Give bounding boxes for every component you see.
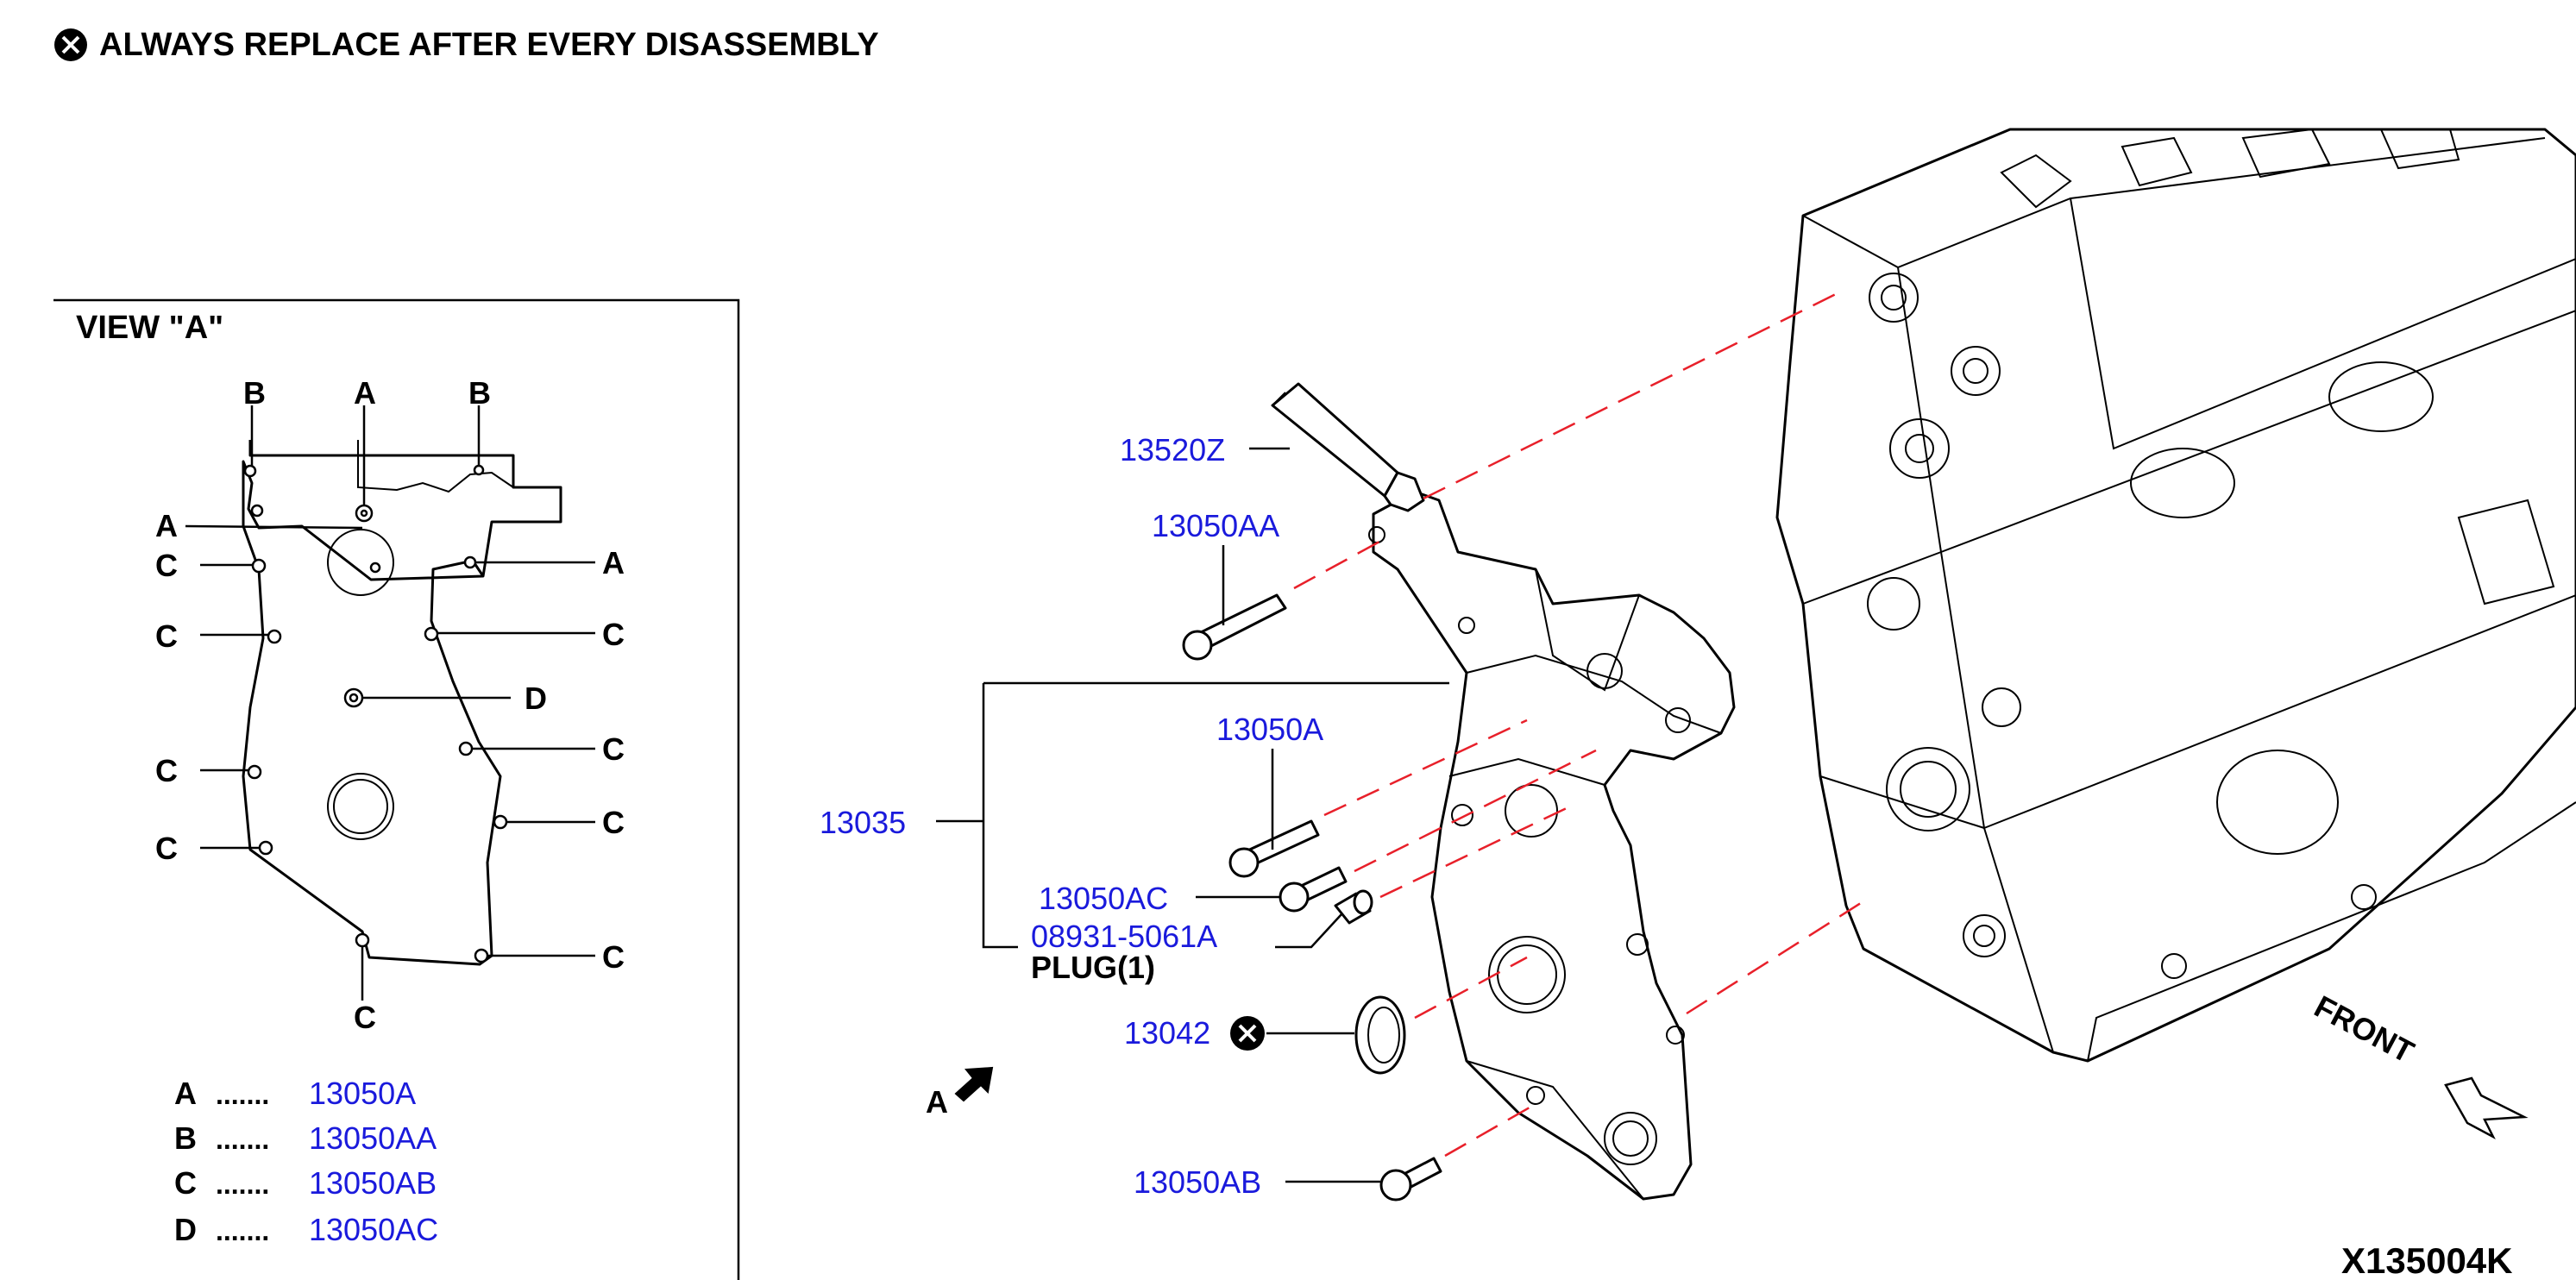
- replace-note: ALWAYS REPLACE AFTER EVERY DISASSEMBLY: [54, 27, 879, 63]
- view-a-title: VIEW "A": [76, 310, 223, 346]
- bolt-13050a: [1228, 819, 1320, 878]
- view-a-arrow-label: A: [926, 1084, 948, 1120]
- callout-13050ac: 13050AC: [1039, 881, 1168, 916]
- oil-seal-13042: [1354, 995, 1406, 1075]
- callout-13035: 13035: [820, 805, 906, 840]
- bolt-13050ab: [1379, 1157, 1442, 1202]
- callout-13042: 13042: [1124, 1015, 1210, 1051]
- callout-13520z: 13520Z: [1120, 432, 1225, 467]
- legend-letter-a: A: [174, 1076, 197, 1111]
- legend-part-b: 13050AA: [309, 1120, 437, 1156]
- callout-leaders: [936, 447, 1449, 1183]
- view-a-legend: A ....... 13050A B ....... 13050AA C ...…: [174, 1076, 438, 1247]
- legend-dots-c: .......: [216, 1169, 269, 1200]
- view-a-panel: VIEW "A" B A B A A: [53, 298, 740, 1280]
- marker-top-b1: B: [243, 375, 266, 411]
- front-indicator: FRONT: [2309, 988, 2529, 1139]
- legend-dots-b: .......: [216, 1124, 269, 1155]
- bolt-13050aa: [1182, 593, 1287, 661]
- marker-left-c2: C: [155, 618, 178, 654]
- legend-letter-c: C: [174, 1165, 197, 1201]
- front-arrow-icon: [2444, 1076, 2529, 1139]
- marker-right-c4: C: [602, 939, 625, 975]
- marker-right-d: D: [525, 681, 547, 716]
- front-label: FRONT: [2309, 988, 2420, 1070]
- engine-block: [1775, 128, 2576, 1063]
- callout-08931-5061a: 08931-5061A: [1031, 919, 1217, 954]
- marker-top-b2: B: [468, 375, 491, 411]
- marker-right-a: A: [602, 545, 625, 580]
- legend-part-c: 13050AB: [309, 1165, 437, 1201]
- callout-13050a: 13050A: [1216, 712, 1323, 747]
- callout-13050ab: 13050AB: [1134, 1164, 1261, 1200]
- marker-right-c1: C: [602, 617, 625, 652]
- x-circle-icon: [1230, 1016, 1265, 1051]
- replace-note-text: ALWAYS REPLACE AFTER EVERY DISASSEMBLY: [99, 27, 879, 63]
- legend-part-a: 13050A: [309, 1076, 416, 1111]
- legend-part-d: 13050AC: [309, 1212, 438, 1247]
- marker-bottom-c: C: [354, 1000, 376, 1035]
- marker-top-a: A: [354, 375, 376, 411]
- plug: [1334, 889, 1373, 925]
- timing-chain-case: [1368, 490, 1736, 1201]
- alignment-lines: [1293, 292, 1864, 1158]
- liquid-gasket-tube: [1271, 382, 1425, 512]
- x-circle-icon: [54, 28, 87, 61]
- figure-code: X135004K: [2341, 1240, 2513, 1280]
- view-a-arrow: A: [926, 1066, 994, 1120]
- legend-letter-b: B: [174, 1120, 197, 1156]
- legend-dots-d: .......: [216, 1215, 269, 1246]
- callout-13050aa: 13050AA: [1152, 508, 1279, 543]
- marker-left-c1: C: [155, 548, 178, 583]
- bolt-13050ac: [1279, 866, 1348, 913]
- marker-right-c3: C: [602, 805, 625, 840]
- legend-dots-a: .......: [216, 1079, 269, 1110]
- marker-left-a: A: [155, 508, 178, 543]
- callout-plug: PLUG(1): [1031, 950, 1155, 985]
- marker-right-c2: C: [602, 731, 625, 767]
- marker-left-c3: C: [155, 753, 178, 788]
- view-a-leaders: [185, 405, 595, 1001]
- view-a-cover-outline: [242, 440, 562, 966]
- marker-left-c4: C: [155, 831, 178, 866]
- legend-letter-d: D: [174, 1212, 197, 1247]
